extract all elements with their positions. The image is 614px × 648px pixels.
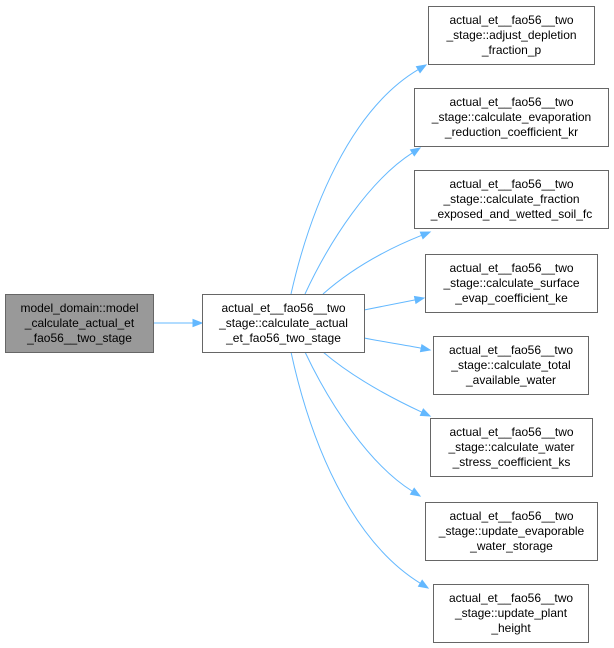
node-label-line: _stage::update_evaporable [438,524,585,538]
node-c6[interactable]: actual_et__fao56__two_stage::calculate_w… [430,418,593,477]
node-box [202,294,365,353]
node-label-line: actual_et__fao56__two [449,13,573,27]
edge-line [322,234,422,295]
edge-caller-to-c4 [363,295,426,311]
node-label-line: _stage::update_plant [454,606,568,620]
edge-line [290,351,421,584]
edge-line [304,351,413,492]
edge-caller-to-c7 [304,351,422,497]
node-c4[interactable]: actual_et__fao56__two_stage::calculate_s… [425,254,598,313]
node-label-line: _stress_coefficient_ks [452,455,571,469]
arrowhead-icon [419,231,432,240]
edge-caller-to-c3 [322,231,432,295]
node-label-line: _stage::calculate_total [450,358,570,372]
edge-line [363,337,422,349]
node-label-line: _stage::calculate_water [447,440,574,454]
arrowhead-icon [417,579,430,589]
node-label-line: actual_et__fao56__two [449,95,573,109]
edge-caller-to-c2 [304,147,422,295]
node-c8[interactable]: actual_et__fao56__two_stage::update_plan… [433,584,589,643]
node-label-line: _stage::adjust_depletion [445,28,576,42]
edge-line [290,69,419,295]
node-box [414,88,609,147]
node-box [433,584,589,643]
node-c2[interactable]: actual_et__fao56__two_stage::calculate_e… [414,88,609,147]
node-root[interactable]: model_domain::model_calculate_actual_et_… [5,294,154,353]
edge-caller-to-c6 [322,351,432,417]
node-label-line: actual_et__fao56__two [449,591,573,605]
arrowhead-icon [415,64,428,74]
node-label-line: _stage::calculate_surface [442,276,579,290]
arrowhead-icon [192,318,204,328]
node-label-line: _fraction_p [481,43,542,57]
node-label-line: _exposed_and_wetted_soil_fc [430,207,592,221]
node-box [414,170,609,229]
node-label-line: actual_et__fao56__two [221,301,345,315]
node-label-line: _stage::calculate_fraction [442,192,579,206]
edge-caller-to-c8 [290,351,430,589]
arrowhead-icon [413,295,426,305]
node-label-line: _water_storage [469,539,553,553]
node-label-line: actual_et__fao56__two [449,509,573,523]
node-label-line: _stage::calculate_evaporation [431,110,591,124]
edge-caller-to-c1 [290,64,428,295]
edge-root-to-caller [153,318,204,328]
edge-line [304,152,413,295]
edge-caller-to-c5 [363,337,432,353]
node-box [425,502,598,561]
arrowhead-icon [409,147,422,157]
node-label-line: _evap_coefficient_ke [454,291,568,305]
node-box [428,6,595,65]
node-label-line: actual_et__fao56__two [449,425,573,439]
node-caller[interactable]: actual_et__fao56__two_stage::calculate_a… [202,294,365,353]
node-box [425,254,598,313]
node-label-line: _stage::calculate_actual [218,316,348,330]
node-label-line: actual_et__fao56__two [449,177,573,191]
node-label-line: _fao56__two_stage [26,331,132,345]
node-c3[interactable]: actual_et__fao56__two_stage::calculate_f… [414,170,609,229]
node-box [430,418,593,477]
node-c7[interactable]: actual_et__fao56__two_stage::update_evap… [425,502,598,561]
node-c5[interactable]: actual_et__fao56__two_stage::calculate_t… [433,336,589,395]
node-label-line: actual_et__fao56__two [449,343,573,357]
node-label-line: _et_fao56_two_stage [225,331,341,345]
node-label-line: _height [490,621,531,635]
node-box [5,294,154,353]
node-label-line: model_domain::model [20,301,138,315]
node-label-line: _reduction_coefficient_kr [444,125,578,139]
node-label-line: actual_et__fao56__two [449,261,573,275]
arrowhead-icon [409,487,422,497]
edges-layer [153,64,432,589]
nodes-layer: model_domain::model_calculate_actual_et_… [5,6,609,643]
node-label-line: _calculate_actual_et [24,316,135,330]
node-c1[interactable]: actual_et__fao56__two_stage::adjust_depl… [428,6,595,65]
node-box [433,336,589,395]
arrowhead-icon [419,408,432,417]
edge-line [322,351,423,413]
arrowhead-icon [419,343,432,353]
edge-line [363,299,416,311]
node-label-line: _available_water [465,373,556,387]
